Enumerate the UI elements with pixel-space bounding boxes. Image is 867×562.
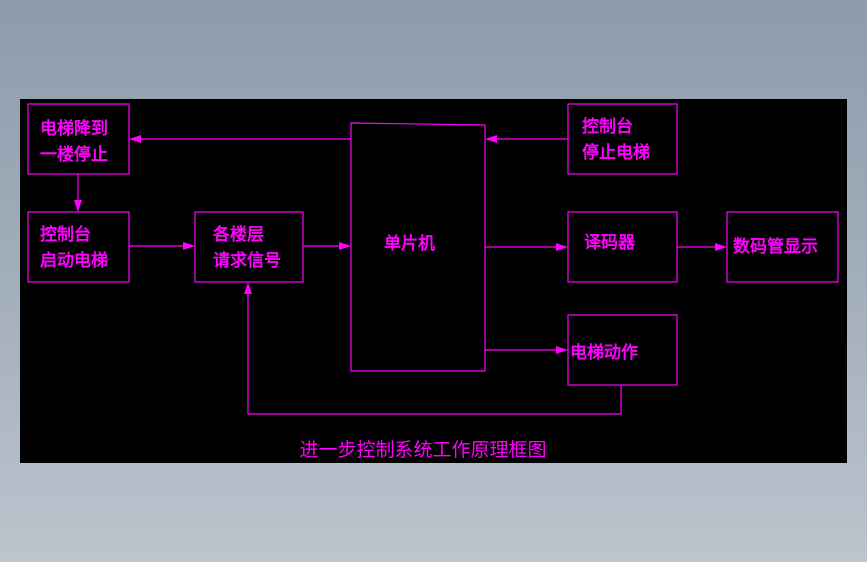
box-elevator-stop-line2: 一楼停止 xyxy=(40,144,108,165)
box-console-stop-line1: 控制台 xyxy=(582,116,633,137)
box-console-stop-line2: 停止电梯 xyxy=(582,142,650,163)
connector-mcu-to-elevator-stop xyxy=(129,135,351,143)
box-floor-request-line2: 请求信号 xyxy=(213,250,281,271)
diagram-canvas xyxy=(20,99,847,463)
connector-mcu-to-decoder xyxy=(485,243,568,251)
box-display-label: 数码管显示 xyxy=(733,236,818,257)
box-mcu xyxy=(350,122,486,372)
connector-floor-request-to-mcu xyxy=(303,242,351,250)
box-console-start xyxy=(27,211,130,283)
box-elevator-stop-line1: 电梯降到 xyxy=(40,118,108,139)
box-console-start-line2: 启动电梯 xyxy=(40,250,108,271)
connector-decoder-to-display xyxy=(677,243,727,251)
connector-elevator-action-feedback xyxy=(244,282,622,415)
box-floor-request xyxy=(194,211,304,283)
box-mcu-label: 单片机 xyxy=(384,233,435,254)
connector-console-stop-to-mcu xyxy=(485,135,568,143)
connector-mcu-to-elevator-action xyxy=(485,346,568,354)
box-floor-request-line1: 各楼层 xyxy=(212,224,264,245)
box-console-start-line1: 控制台 xyxy=(40,224,91,245)
box-elevator-action-label: 电梯动作 xyxy=(570,342,638,363)
diagram-caption: 进一步控制系统工作原理框图 xyxy=(299,439,546,461)
box-decoder-label: 译码器 xyxy=(584,233,636,253)
connector-elevator-stop-to-console-start xyxy=(74,174,82,212)
connector-console-start-to-floor-request xyxy=(129,242,195,250)
